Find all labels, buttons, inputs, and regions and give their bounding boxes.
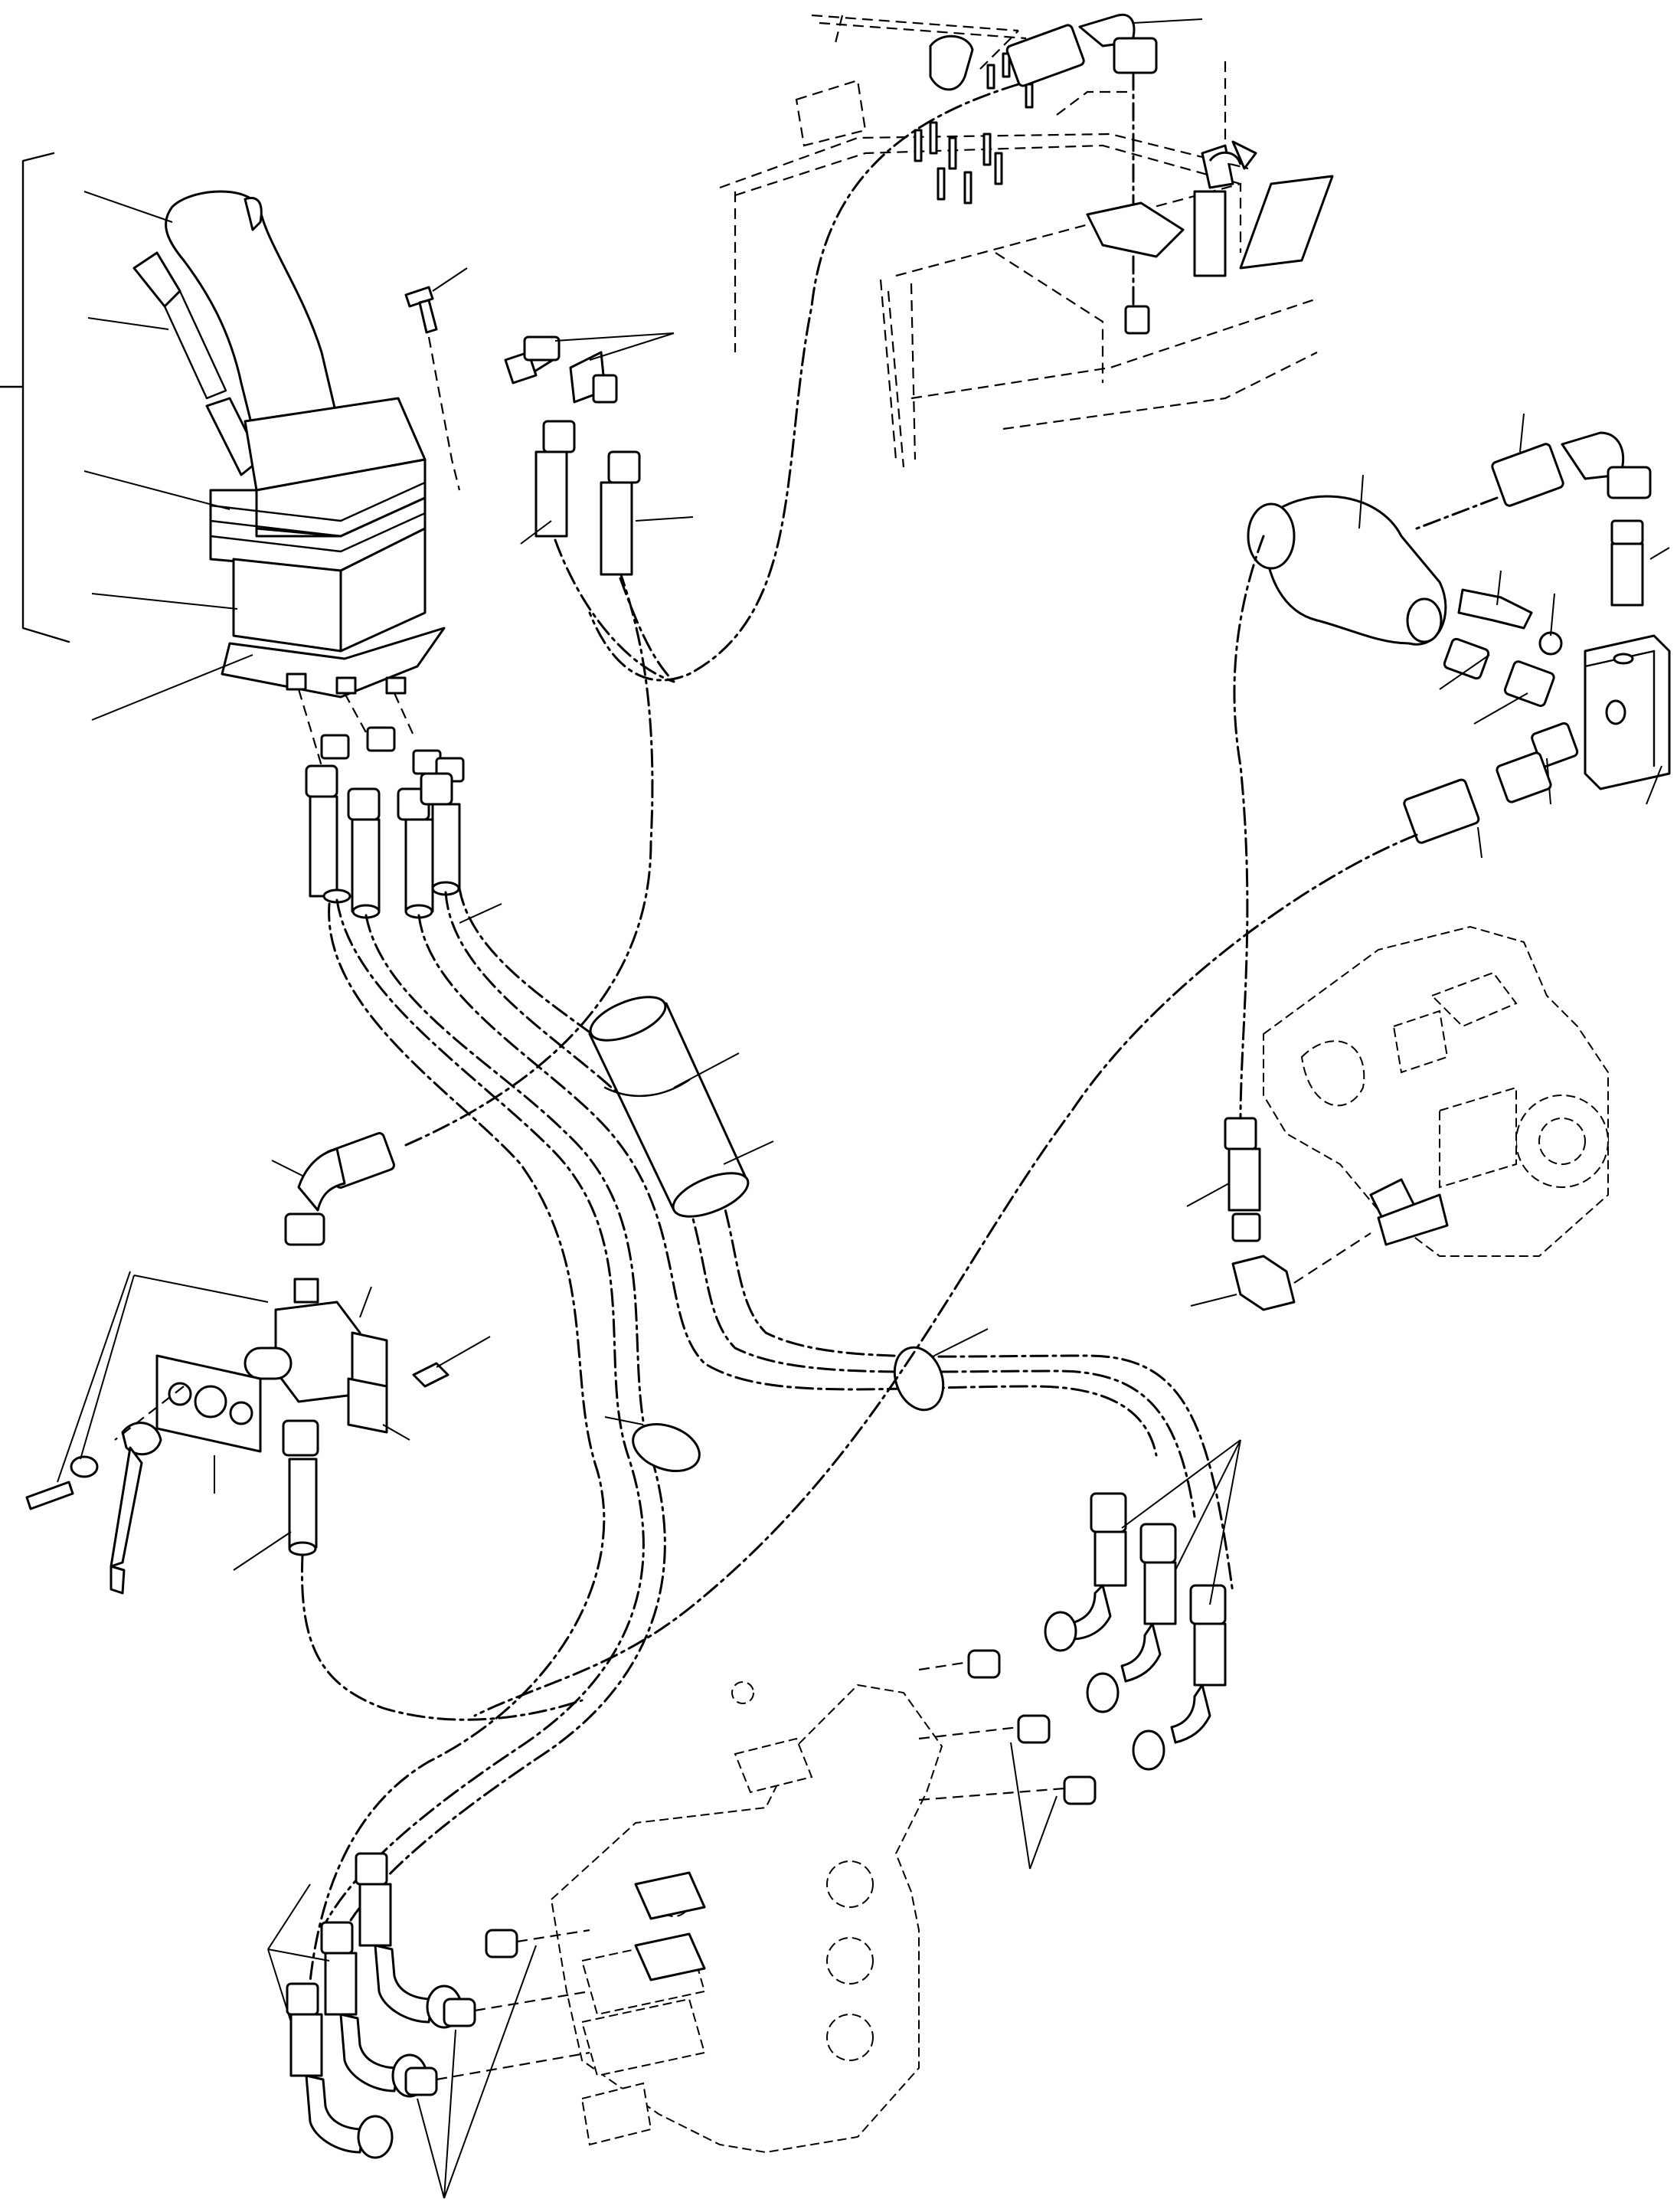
protection-sleeve	[588, 996, 774, 1218]
pump-fittings	[1186, 1117, 1449, 1311]
pump-ghost	[1263, 925, 1609, 1257]
valve-hoses-left	[267, 1852, 590, 2199]
steering-unit-top	[1086, 140, 1334, 335]
relief-valve-assembly	[25, 1271, 584, 1721]
screw-joystick	[404, 267, 468, 491]
control-valve-ghost	[550, 1681, 943, 2154]
elbow-hose-mid	[271, 550, 654, 1246]
assembly-bracket	[0, 152, 70, 643]
joystick-callout-leaders	[83, 191, 253, 721]
accumulator	[1247, 474, 1447, 646]
hose-clamps	[604, 1328, 989, 1472]
fitting-2	[347, 726, 396, 919]
valve-hoses-right	[918, 1439, 1241, 1870]
fitting-4	[420, 757, 465, 896]
top-elbow-hose	[588, 13, 1203, 682]
accumulator-hoses	[473, 413, 1670, 1717]
tee-fittings	[504, 332, 694, 683]
accumulator-fittings	[1439, 570, 1671, 805]
joystick-fittings	[297, 689, 502, 924]
fitting-1	[305, 734, 351, 904]
joystick-control-unit	[132, 190, 446, 699]
top-pins	[914, 34, 1034, 205]
